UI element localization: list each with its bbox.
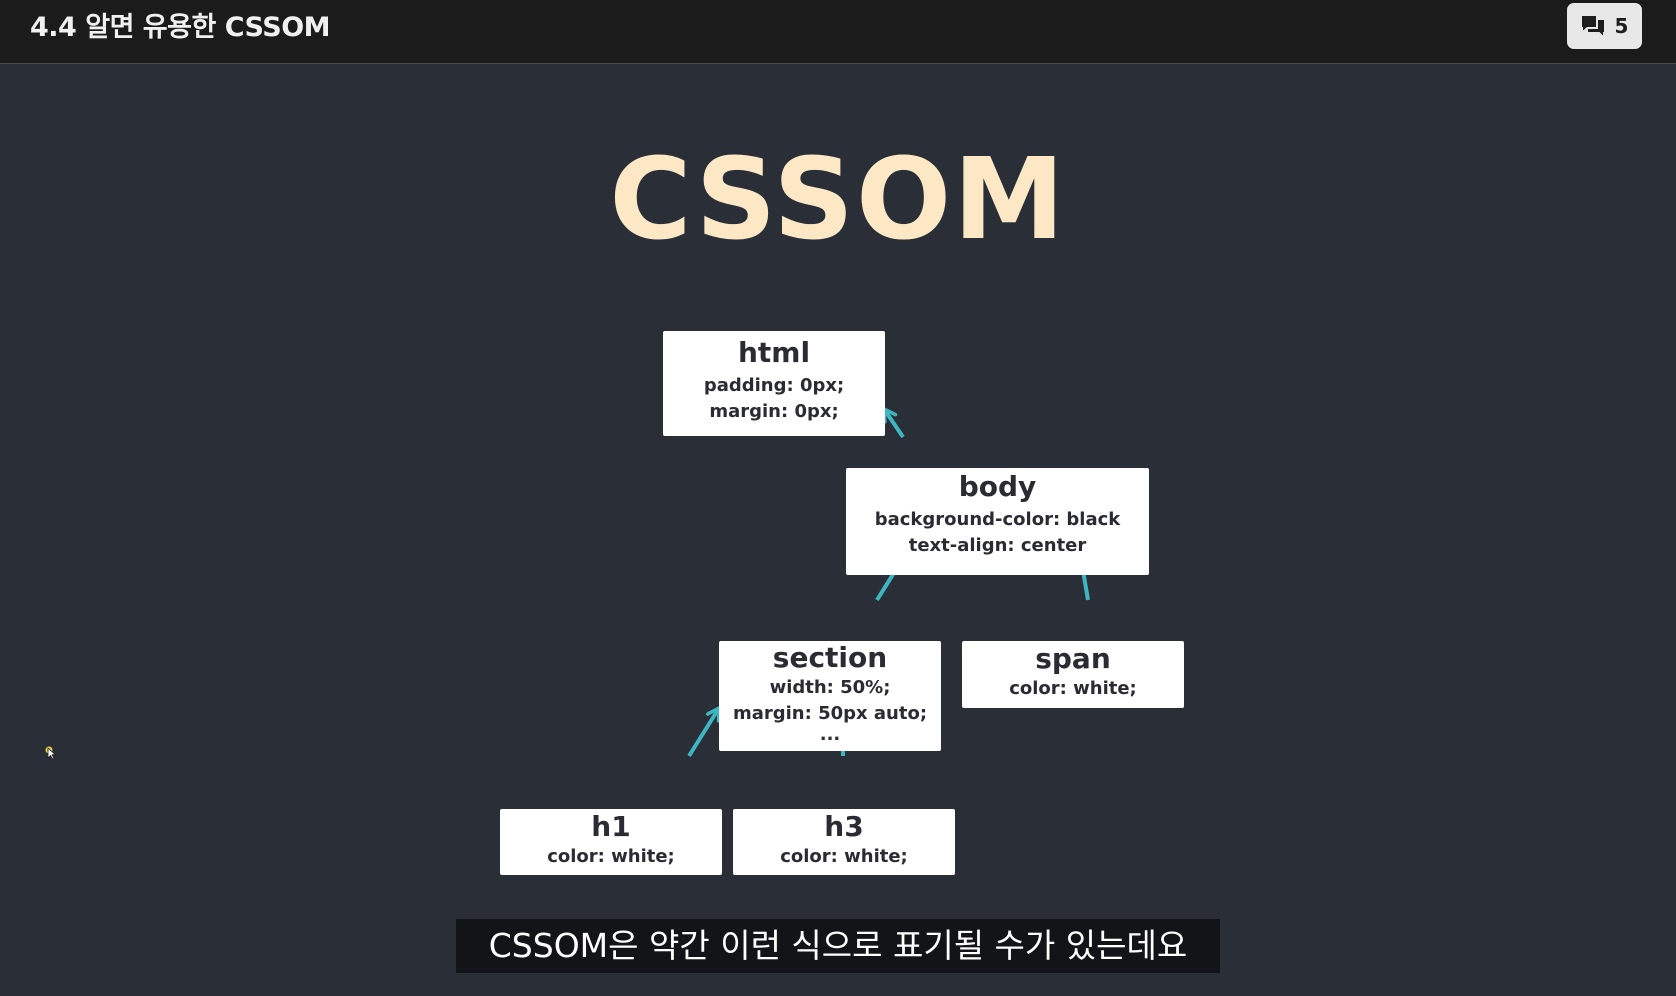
node-h1-name: h1 xyxy=(591,810,631,843)
node-h1: h1 color: white; xyxy=(500,809,722,875)
node-section-prop: width: 50%; xyxy=(769,677,891,698)
node-html-prop: margin: 0px; xyxy=(709,401,839,422)
node-section: section width: 50%; margin: 50px auto; .… xyxy=(719,641,941,751)
slide-title: CSSOM xyxy=(609,135,1067,265)
video-player[interactable]: CSSOM html padding: 0px; margin: 0px; bo… xyxy=(0,65,1676,996)
node-html-name: html xyxy=(737,336,811,369)
node-section-name: section xyxy=(772,641,888,674)
node-html-prop: padding: 0px; xyxy=(703,375,845,396)
node-h3: h3 color: white; xyxy=(733,809,955,875)
node-span-prop: color: white; xyxy=(1009,678,1137,699)
lecture-title: 4.4 알면 유용한 CSSOM xyxy=(30,12,331,43)
node-h1-prop: color: white; xyxy=(547,846,675,867)
node-html: html padding: 0px; margin: 0px; xyxy=(663,331,885,436)
video-subtitle: CSSOM은 약간 이런 식으로 표기될 수가 있는데요 xyxy=(456,919,1220,973)
comment-icon xyxy=(1581,15,1605,37)
node-h3-prop: color: white; xyxy=(780,846,908,867)
node-section-prop: ... xyxy=(819,724,841,745)
arrow-body-to-html xyxy=(884,409,905,439)
node-section-prop: margin: 50px auto; xyxy=(732,703,928,724)
node-body-prop: text-align: center xyxy=(908,535,1087,556)
arrow-h1-to-section xyxy=(687,708,719,758)
comment-count: 5 xyxy=(1614,14,1629,38)
node-span-name: span xyxy=(1035,642,1111,675)
top-bar: 4.4 알면 유용한 CSSOM 5 xyxy=(0,0,1676,64)
mouse-cursor-icon xyxy=(45,745,57,764)
node-body: body background-color: black text-align:… xyxy=(846,468,1149,575)
node-span: span color: white; xyxy=(962,641,1184,708)
node-body-prop: background-color: black xyxy=(874,509,1121,530)
node-body-name: body xyxy=(958,470,1037,503)
node-h3-name: h3 xyxy=(824,810,864,843)
comments-button[interactable]: 5 xyxy=(1567,3,1642,49)
